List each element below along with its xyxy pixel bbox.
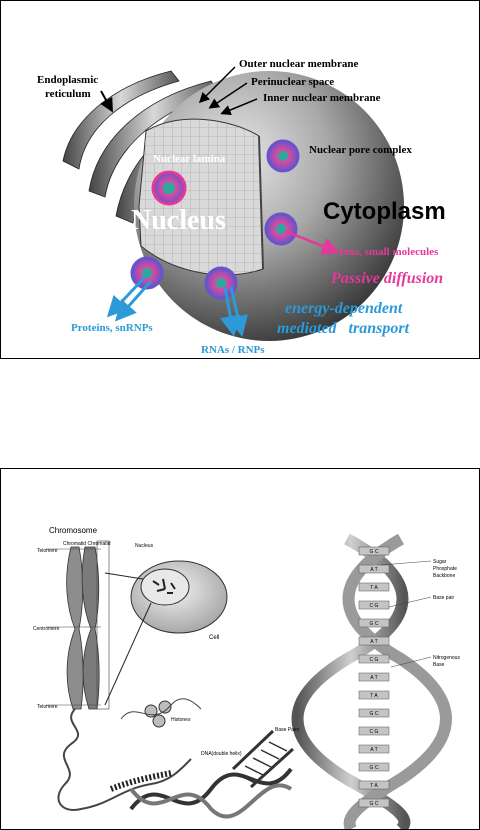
ions-label: Ions, small molecules [339,246,439,258]
chromatid-label: Chromatid Chromatid [63,541,111,547]
passive-diffusion-label: Passive diffusion [330,270,443,287]
base-pair-rung [358,780,390,790]
cell-label: Cell [209,635,219,641]
energy-label-line2: mediated transport [277,320,410,337]
ions-arrow [284,229,340,255]
nucleus-label: Nucleus [131,205,226,236]
base-pair-letters: T A [370,585,378,591]
outer-membrane-leader [198,66,236,104]
npc-label: Nuclear pore complex [309,144,412,156]
base-pairs-label: Base Pairs [275,727,300,733]
perinuclear-leader [208,82,248,109]
perinuclear-label: Perinuclear space [251,76,334,88]
base-pair-rung [358,672,390,682]
pore-complex-lamina [151,170,187,206]
dna-double-helix-shape [129,767,293,819]
base-pair-rung [358,744,390,754]
nuclear-transport-diagram: Endoplasmic reticulum Outer nuclear memb… [37,58,446,356]
chromosome-dna-slide: G C A T T A C G G C A T C G A T T A G C C G A T G C T… [0,468,480,830]
chromosome-label: Chromosome [49,526,98,535]
backbone-label-line3: Backbone [433,573,455,579]
backbone-label-line1: Sugar [433,559,447,565]
dna-helix-label: DNA(double helix) [201,751,242,757]
rnas-arrow-2 [227,286,248,337]
base-pair-rung [358,636,390,646]
telomere-top-label: Telomere [37,548,58,554]
nitrogenous-label-line2: Base [433,662,445,668]
histones-label: Histones [171,717,191,723]
base-pair-letters: A T [370,567,377,573]
cytoplasm-label: Cytoplasm [323,198,446,225]
base-pair-letters: G C [370,765,379,771]
inner-membrane-label: Inner nuclear membrane [263,92,381,104]
base-pair-letters: G C [370,711,379,717]
chromosome-shape [66,546,100,710]
base-pair-rung [358,690,390,700]
inner-membrane-leader [220,98,258,115]
base-pair-letters: G C [370,621,379,627]
base-pair-rung [358,654,390,664]
base-pair-rung [358,564,390,574]
base-pair-rung [358,546,390,556]
rnas-label: RNAs / RNPs [201,344,265,356]
er-label-line1: Endoplasmic [37,74,98,86]
telomere-bottom-label: Telomere [37,704,58,710]
base-pair-rung [358,600,390,610]
cell-shape [130,560,228,634]
lamina-label: Nuclear lamina [153,153,226,165]
base-pair-letters: A T [370,747,377,753]
base-pair-rungs: G C A T T A C G G C A T C G A T T A G C C G A T G C T… [358,546,390,808]
base-pair-rung [358,798,390,808]
base-pair-letters: C G [370,603,379,609]
chromosome-dna-diagram: G C A T T A C G G C A T C G A T T A G C C G A T G C T… [33,526,460,829]
nitrogenous-label-line1: Nitrogenous [433,655,460,661]
pore-complex-top-right [266,139,300,173]
backbone-label-line2: Phosphate [433,566,457,572]
proteins-arrow-2 [115,280,153,322]
centromere-label: Centromere [33,626,60,632]
base-pair-rung [358,726,390,736]
dna-ladder-shape [231,729,295,789]
base-pair-rung [358,582,390,592]
base-pair-letters: T A [370,693,378,699]
pore-complex-bottom-center [204,266,238,300]
nuclear-transport-slide: Endoplasmic reticulum Outer nuclear memb… [0,0,480,359]
proteins-label: Proteins, snRNPs [71,322,153,334]
histones-shape [120,698,202,728]
er-label-line2: reticulum [45,88,91,100]
base-pair-letters: A T [370,675,377,681]
pore-complex-right [264,212,298,246]
base-pair-rung [358,618,390,628]
base-pair-rung [358,708,390,718]
nuclear-lamina-grid [139,119,263,275]
base-pair-letters: G C [370,801,379,807]
base-pair-rung [358,762,390,772]
energy-label-line1: energy-dependent [285,300,403,317]
base-pair-letters: C G [370,729,379,735]
er-leader [100,90,113,113]
base-pair-letters: T A [370,783,378,789]
pore-complex-bottom-left [130,256,164,290]
base-pair-label: Base pair [433,595,454,601]
outer-membrane-label: Outer nuclear membrane [239,58,358,70]
base-pair-letters: C G [370,657,379,663]
base-pair-letters: A T [370,639,377,645]
cell-nucleus-label: Nucleus [135,543,154,549]
base-pair-letters: G C [370,549,379,555]
